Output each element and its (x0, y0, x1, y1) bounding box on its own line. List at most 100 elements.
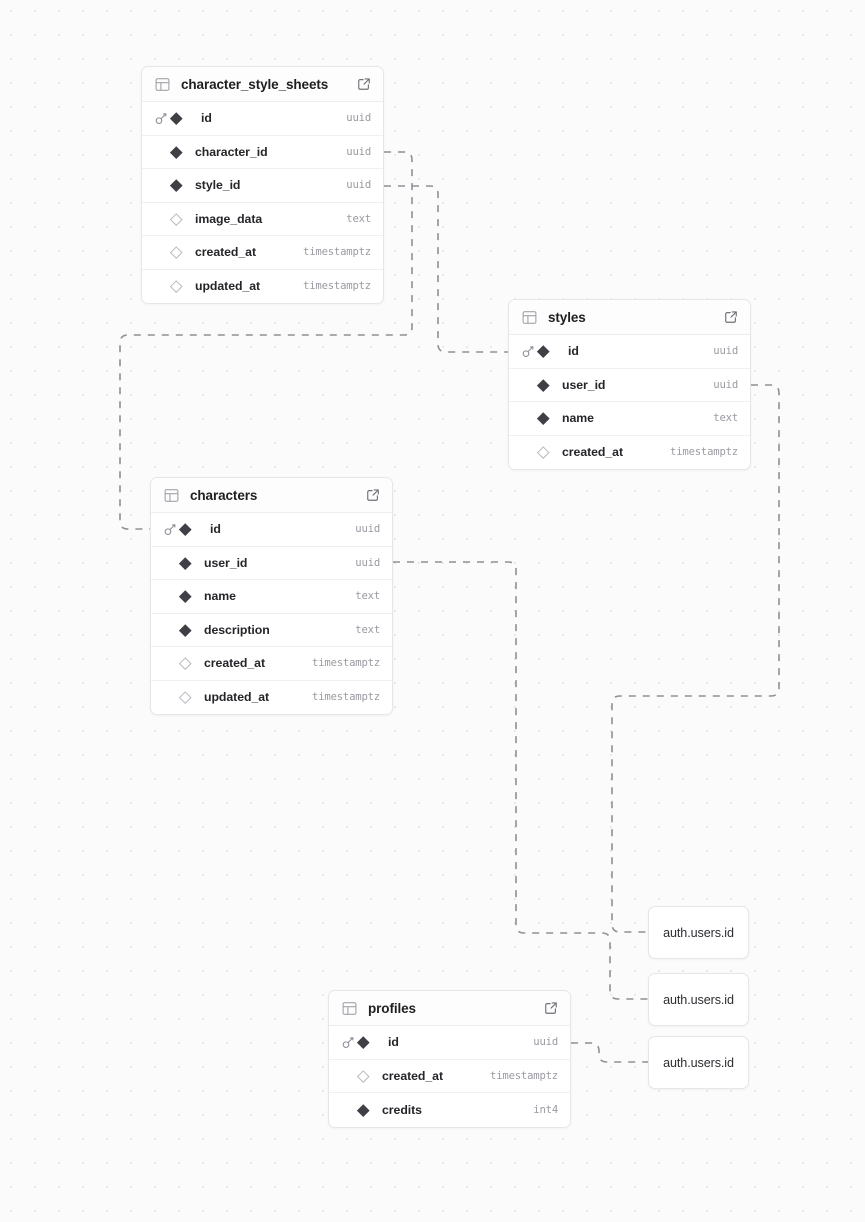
column-type: uuid (346, 112, 371, 125)
table-header-characters[interactable]: characters (151, 478, 392, 513)
column-type: uuid (713, 378, 738, 391)
column-name: name (562, 411, 594, 426)
key-placeholder (155, 212, 168, 225)
column-markers (155, 280, 189, 293)
column-markers (164, 691, 198, 704)
external-link-icon[interactable] (544, 1001, 558, 1015)
column-type: uuid (355, 556, 380, 569)
table-icon (164, 488, 179, 502)
column-markers (155, 179, 189, 192)
column-name: name (204, 589, 236, 604)
table-row[interactable]: user_id uuid (509, 368, 750, 402)
table-row[interactable]: name text (151, 580, 392, 614)
table-title: characters (190, 487, 258, 503)
column-type: text (346, 212, 371, 225)
column-markers (164, 623, 198, 636)
table-icon (522, 310, 537, 324)
column-markers (155, 246, 189, 259)
table-header-profiles[interactable]: profiles (329, 991, 570, 1026)
column-markers (522, 412, 556, 425)
column-name: user_id (562, 377, 606, 392)
column-name: style_id (195, 178, 241, 193)
column-markers (522, 446, 556, 459)
column-name: character_id (195, 144, 268, 159)
solid-diamond-icon (179, 623, 192, 636)
column-markers (155, 145, 189, 158)
column-type: uuid (346, 179, 371, 192)
column-name: user_id (204, 555, 248, 570)
hollow-diamond-icon (179, 657, 192, 670)
hollow-diamond-icon (170, 212, 183, 225)
table-header-styles[interactable]: styles (509, 300, 750, 335)
column-name: id (388, 1035, 399, 1050)
table-header-character_style_sheets[interactable]: character_style_sheets (142, 67, 383, 102)
solid-diamond-icon (357, 1103, 370, 1116)
external-ref-label: auth.users.id (663, 992, 734, 1007)
column-markers (342, 1103, 376, 1116)
hollow-diamond-icon (537, 446, 550, 459)
hollow-diamond-icon (170, 280, 183, 293)
table-row[interactable]: user_id uuid (151, 546, 392, 580)
solid-diamond-icon (170, 179, 183, 192)
solid-diamond-icon (537, 412, 550, 425)
solid-diamond-icon (170, 112, 183, 125)
external-ref-node[interactable]: auth.users.id (648, 906, 749, 959)
table-row[interactable]: created_at timestamptz (329, 1059, 570, 1093)
external-ref-node[interactable]: auth.users.id (648, 1036, 749, 1089)
table-row[interactable]: character_id uuid (142, 135, 383, 169)
table-row[interactable]: created_at timestamptz (151, 647, 392, 681)
key-placeholder (522, 412, 535, 425)
key-placeholder (164, 657, 177, 670)
solid-diamond-icon (537, 345, 550, 358)
column-markers (155, 112, 189, 125)
edge-characters-user-id-to-auth-users-2 (393, 561, 648, 1000)
column-name: created_at (382, 1068, 444, 1083)
key-placeholder (342, 1069, 355, 1082)
column-type: timestamptz (312, 657, 380, 670)
column-type: uuid (713, 345, 738, 358)
key-placeholder (155, 145, 168, 158)
column-type: uuid (346, 145, 371, 158)
column-type: text (355, 590, 380, 603)
hollow-diamond-icon (170, 246, 183, 259)
table-row[interactable]: style_id uuid (142, 169, 383, 203)
key-placeholder (155, 246, 168, 259)
column-type: timestamptz (490, 1069, 558, 1082)
hollow-diamond-icon (179, 691, 192, 704)
hollow-diamond-icon (357, 1069, 370, 1082)
solid-diamond-icon (179, 590, 192, 603)
column-name: updated_at (195, 279, 261, 294)
external-link-icon[interactable] (357, 77, 371, 91)
key-placeholder (155, 280, 168, 293)
key-placeholder (342, 1103, 355, 1116)
column-name: created_at (204, 656, 266, 671)
column-markers (522, 345, 556, 358)
key-icon (155, 113, 167, 124)
external-ref-node[interactable]: auth.users.id (648, 973, 749, 1026)
column-markers (342, 1036, 376, 1049)
column-markers (155, 212, 189, 225)
solid-diamond-icon (179, 556, 192, 569)
external-link-icon[interactable] (724, 310, 738, 324)
column-markers (164, 657, 198, 670)
key-icon (342, 1037, 354, 1048)
external-link-icon[interactable] (366, 488, 380, 502)
table-title: character_style_sheets (181, 76, 329, 92)
